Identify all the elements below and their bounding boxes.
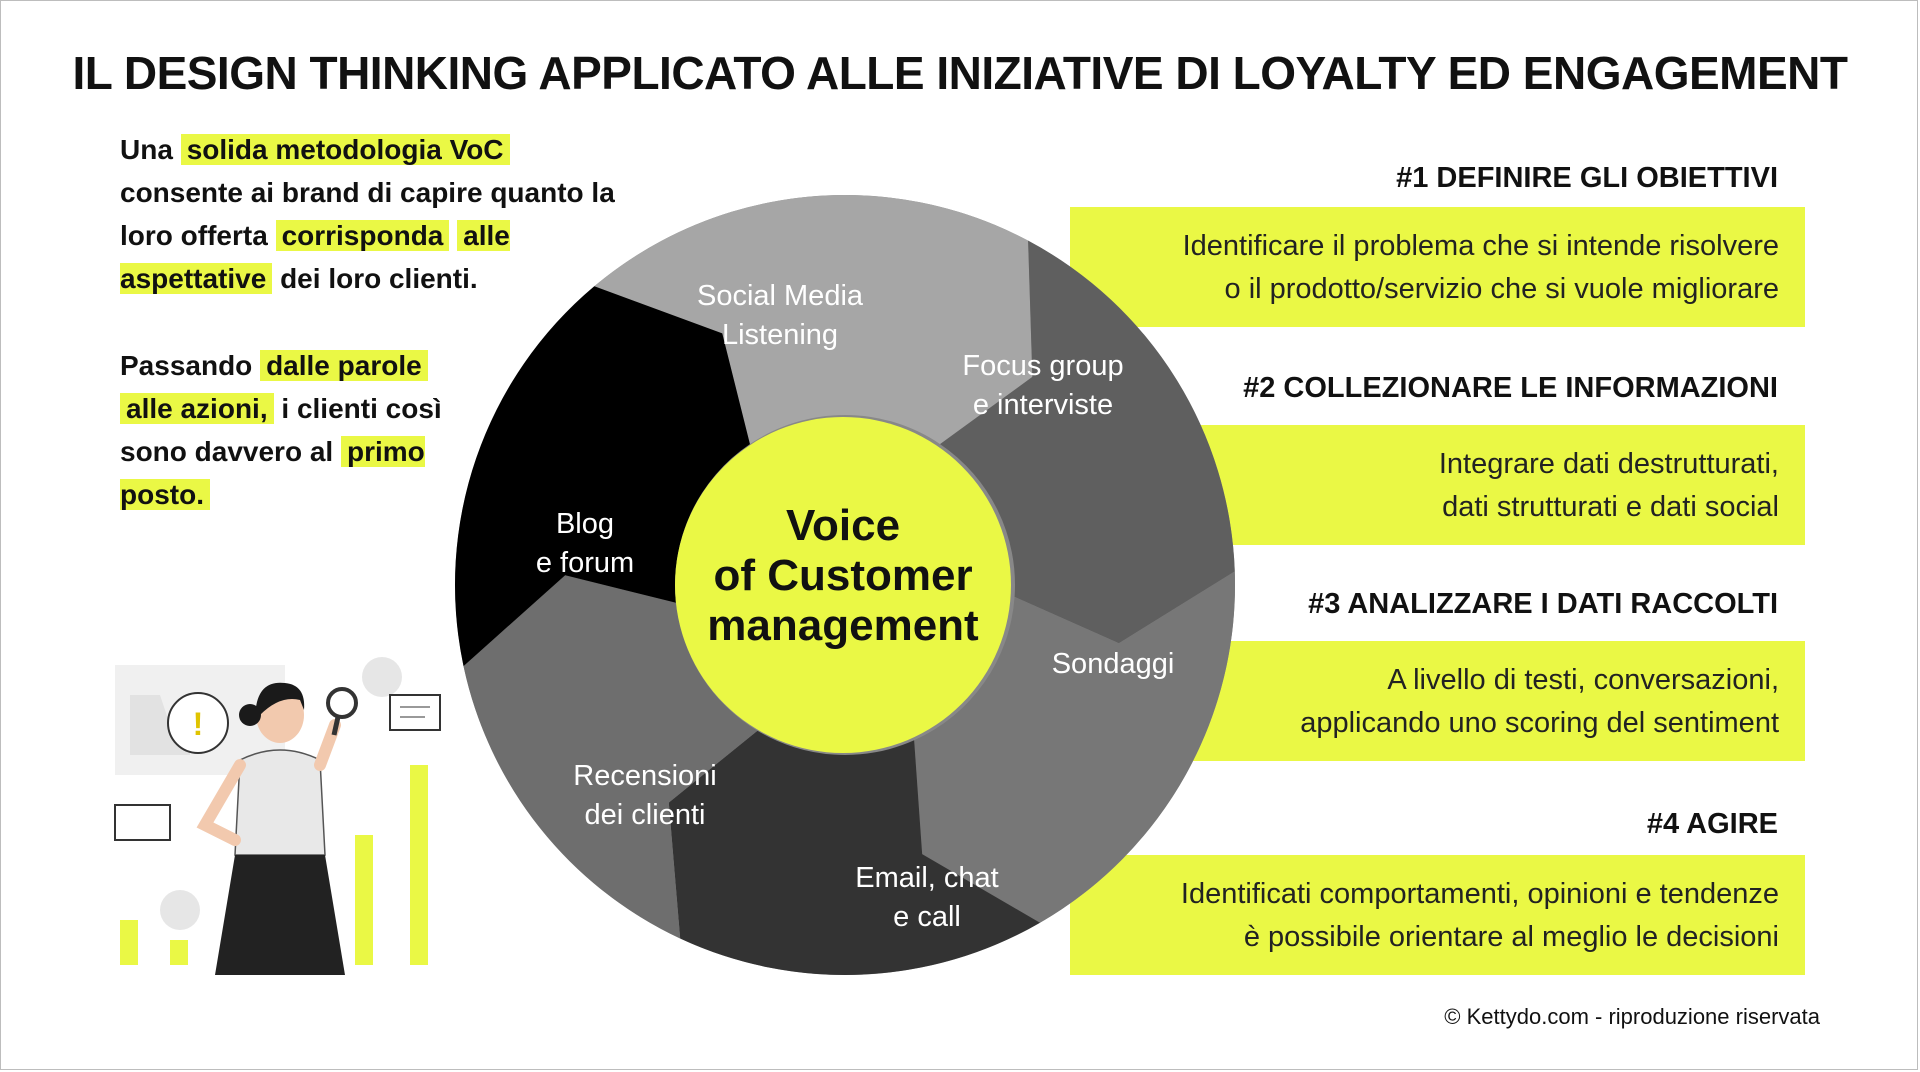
cycle-segment-label: Blog e forum xyxy=(536,508,634,579)
step-description-box: Identificati comportamenti, opinioni e t… xyxy=(1070,855,1805,975)
cycle-segment-label-line: e forum xyxy=(536,547,634,579)
step-description-line: è possibile orientare al meglio le decis… xyxy=(1243,921,1779,953)
cycle-segment-label-line: Email, chat xyxy=(855,862,998,894)
step-heading: #3 ANALIZZARE I DATI RACCOLTI xyxy=(1308,588,1778,620)
cycle-segment xyxy=(940,240,1235,644)
center-label-line: of Customer xyxy=(713,551,972,600)
step-description-line: A livello di testi, conversazioni, xyxy=(1387,664,1779,696)
intro-text-span: consente ai brand di capire quanto la lo… xyxy=(120,177,615,251)
cycle-segment-label-line: Focus group xyxy=(962,350,1123,382)
intro-highlight: dalle parole xyxy=(260,350,428,381)
woman-magnifier-illustration: ! xyxy=(110,655,450,985)
center-label-line: management xyxy=(707,601,979,650)
step-heading: #4 AGIRE xyxy=(1646,808,1778,840)
center-label-line: Voice xyxy=(786,501,900,550)
cycle-segment-label: Email, chat e call xyxy=(855,862,998,933)
cycle-segment xyxy=(463,575,758,939)
step-description-line: Identificati comportamenti, opinioni e t… xyxy=(1180,878,1779,910)
intro-text-span: Passando xyxy=(120,350,253,381)
cycle-segment-label: Recensioni dei clienti xyxy=(573,760,716,831)
step-description-line: Integrare dati destrutturati, xyxy=(1438,448,1779,480)
intro-highlight: solida metodologia VoC xyxy=(180,134,510,165)
step-heading: #2 COLLEZIONARE LE INFORMAZIONI xyxy=(1243,372,1778,404)
intro-text-span: Una xyxy=(120,134,173,165)
cycle-segment-label-line: Social Media xyxy=(697,280,864,312)
cycle-segment-label-line: Blog xyxy=(556,508,614,540)
bar-icon xyxy=(410,765,428,965)
svg-text:!: ! xyxy=(193,706,204,742)
intro-text: Una solida metodologia VoC consente ai b… xyxy=(120,128,640,560)
cycle-segment-label-line: Listening xyxy=(722,319,838,351)
step-description-line: o il prodotto/servizio che si vuole migl… xyxy=(1224,273,1779,305)
intro-paragraph-1: Una solida metodologia VoC consente ai b… xyxy=(120,128,640,300)
cycle-segment-label-line: Sondaggi xyxy=(1052,648,1175,680)
intro-text-span: dei loro clienti. xyxy=(280,263,478,294)
cycle-segment-label: Focus group e interviste xyxy=(962,350,1123,421)
step-heading: #1 DEFINIRE GLI OBIETTIVI xyxy=(1396,162,1778,194)
copyright-notice: © Kettydo.com - riproduzione riservata xyxy=(1444,1004,1820,1029)
step-description-line: dati strutturati e dati social xyxy=(1442,491,1779,523)
step-description-line: applicando uno scoring del sentiment xyxy=(1300,707,1779,739)
center-circle xyxy=(675,417,1011,753)
intro-highlight: alle azioni, xyxy=(120,393,274,424)
intro-text-span: i clienti così sono davvero al xyxy=(120,393,442,467)
cycle-segment-label-line: Recensioni xyxy=(573,760,716,792)
step-description-line: Identificare il problema che si intende … xyxy=(1182,230,1779,262)
cycle-segment xyxy=(594,195,1033,445)
step-description-box: Identificare il problema che si intende … xyxy=(1070,207,1805,327)
cycle-segment xyxy=(914,571,1235,923)
intro-paragraph-2: Passando dalle parole alle azioni, i cli… xyxy=(120,344,450,516)
magnifier-icon xyxy=(326,687,358,719)
cycle-segment-label-line: dei clienti xyxy=(585,799,706,831)
cycle-segment xyxy=(455,286,750,667)
cycle-segment-label: Sondaggi xyxy=(1052,648,1175,680)
intro-highlight: corrisponda xyxy=(275,220,450,251)
cycle-segment xyxy=(668,730,1040,975)
page-title: IL DESIGN THINKING APPLICATO ALLE INIZIA… xyxy=(72,47,1848,99)
cycle-segment-label-line: e call xyxy=(893,901,961,933)
cycle-segment-label-line: e interviste xyxy=(973,389,1113,421)
